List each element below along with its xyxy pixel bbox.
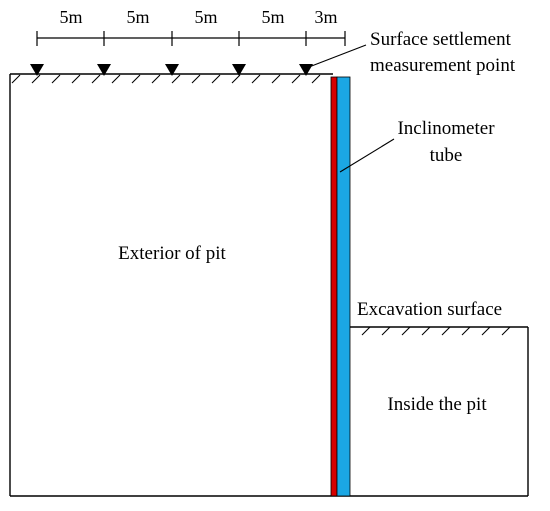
inside-pit-label: Inside the pit [387,394,487,415]
dimension-label-2: 5m [126,7,149,27]
surface-point-label-line2: measurement point [370,55,516,76]
down-triangle-marker [165,64,179,76]
exterior-label: Exterior of pit [118,243,226,264]
retaining-wall [330,76,338,497]
inclinometer-label-line2: tube [430,145,463,166]
surface-point-label-line1: Surface settlement [370,29,512,50]
down-triangle-marker [232,64,246,76]
dimension-label-4: 5m [261,7,284,27]
dimension-label-3: 5m [194,7,217,27]
dimension-label-1: 5m [59,7,82,27]
inclinometer-leader-line [339,138,395,173]
excavation-hatching [361,326,511,336]
inclinometer-tube [336,76,351,497]
excavation-surface-label: Excavation surface [357,299,502,320]
dimension-label-5: 3m [314,7,337,27]
down-triangle-marker [97,64,111,76]
inclinometer-label-line1: Inclinometer [397,118,495,139]
ground-hatching [11,74,321,84]
down-triangle-marker [30,64,44,76]
dimension-line [36,31,346,46]
surface-point-leader-line [308,44,367,68]
